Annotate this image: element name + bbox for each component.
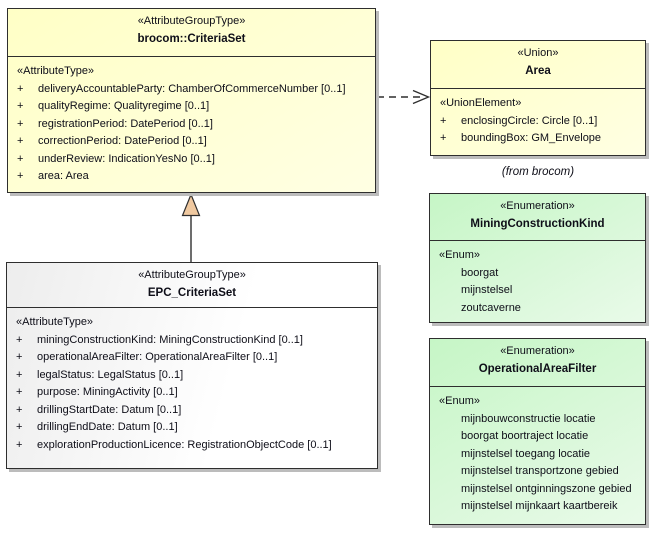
section-label: «UnionElement» bbox=[440, 97, 522, 109]
visibility-plus: + bbox=[17, 117, 24, 130]
attribute-text: deliveryAccountableParty: ChamberOfComme… bbox=[38, 82, 346, 95]
class-stereotype: «AttributeGroupType» bbox=[138, 269, 246, 281]
generalization-connector[interactable] bbox=[181, 192, 201, 263]
attribute-text: purpose: MiningActivity [0..1] bbox=[37, 386, 178, 398]
enum-literal: mijnstelsel transportzone gebied bbox=[461, 465, 619, 477]
visibility-plus: + bbox=[17, 170, 24, 182]
attribute-text: correctionPeriod: DatePeriod [0..1] bbox=[38, 135, 207, 147]
visibility-plus: + bbox=[16, 386, 23, 398]
enum-literal: mijnstelsel mijnkaart kaartbereik bbox=[461, 500, 618, 512]
enum-literal: mijnstelsel ontginningszone gebied bbox=[461, 482, 632, 495]
attributes-compartment: «AttributeType» + miningConstructionKind… bbox=[7, 308, 377, 454]
attributes-compartment: «UnionElement» + enclosingCircle: Circle… bbox=[431, 89, 645, 148]
attribute-text: legalStatus: LegalStatus [0..1] bbox=[37, 368, 184, 381]
class-header: «Enumeration» MiningConstructionKind bbox=[430, 194, 645, 241]
class-box-epc-criteriaset[interactable]: «AttributeGroupType» EPC_CriteriaSet «At… bbox=[6, 262, 378, 469]
visibility-plus: + bbox=[16, 403, 23, 416]
attribute-text: drillingStartDate: Datum [0..1] bbox=[37, 403, 182, 416]
visibility-plus: + bbox=[17, 135, 24, 147]
class-name: Area bbox=[525, 65, 551, 77]
class-box-miningconstructionkind[interactable]: «Enumeration» MiningConstructionKind «En… bbox=[429, 193, 646, 323]
attribute-row: + operationalAreaFilter: OperationalArea… bbox=[14, 349, 374, 367]
section-label: «Enum» bbox=[439, 249, 480, 261]
enum-literal: zoutcaverne bbox=[461, 301, 521, 314]
attribute-row: + miningConstructionKind: MiningConstruc… bbox=[14, 332, 374, 350]
section-label: «AttributeType» bbox=[17, 65, 95, 77]
from-brocom-note: (from brocom) bbox=[501, 166, 575, 178]
attribute-row: + legalStatus: LegalStatus [0..1] bbox=[14, 367, 374, 385]
attribute-row: + underReview: IndicationYesNo [0..1] bbox=[15, 151, 372, 169]
enum-literal: boorgat bbox=[461, 266, 499, 279]
attribute-text: underReview: IndicationYesNo [0..1] bbox=[38, 152, 215, 165]
attribute-row: + boundingBox: GM_Envelope bbox=[438, 130, 642, 148]
enum-literal: mijnstelsel toegang locatie bbox=[461, 447, 591, 460]
attribute-row: + purpose: MiningActivity [0..1] bbox=[14, 384, 374, 402]
visibility-plus: + bbox=[16, 333, 23, 346]
class-box-brocom-criteriaset[interactable]: «AttributeGroupType» brocom::CriteriaSet… bbox=[7, 8, 376, 193]
class-name: brocom::CriteriaSet bbox=[137, 33, 246, 45]
visibility-plus: + bbox=[16, 421, 23, 433]
attribute-text: operationalAreaFilter: OperationalAreaFi… bbox=[37, 351, 278, 363]
attribute-row: + registrationPeriod: DatePeriod [0..1] bbox=[15, 116, 372, 134]
visibility-plus: + bbox=[440, 114, 447, 127]
attribute-row: + drillingStartDate: Datum [0..1] bbox=[14, 402, 374, 420]
class-stereotype: «Enumeration» bbox=[500, 200, 575, 212]
attribute-row: + explorationProductionLicence: Registra… bbox=[14, 437, 374, 455]
attribute-text: qualityRegime: Qualityregime [0..1] bbox=[38, 100, 210, 112]
visibility-plus: + bbox=[16, 368, 23, 381]
class-header: «AttributeGroupType» EPC_CriteriaSet bbox=[7, 263, 377, 308]
attribute-row: + enclosingCircle: Circle [0..1] bbox=[438, 113, 642, 131]
attribute-row: + area: Area bbox=[15, 168, 372, 186]
visibility-plus: + bbox=[17, 100, 24, 112]
visibility-plus: + bbox=[16, 351, 23, 363]
class-box-area[interactable]: «Union» Area «UnionElement» + enclosingC… bbox=[430, 40, 646, 156]
attribute-text: drillingEndDate: Datum [0..1] bbox=[37, 421, 178, 433]
attributes-compartment: «AttributeType» + deliveryAccountablePar… bbox=[8, 57, 375, 186]
section-label: «Enum» bbox=[439, 395, 480, 407]
class-stereotype: «Union» bbox=[517, 47, 559, 59]
dependency-arrowhead-icon bbox=[412, 89, 431, 105]
class-header: «AttributeGroupType» brocom::CriteriaSet bbox=[8, 9, 375, 57]
class-stereotype: «Enumeration» bbox=[500, 345, 575, 357]
dependency-connector[interactable] bbox=[377, 89, 431, 105]
class-name: OperationalAreaFilter bbox=[478, 363, 597, 375]
class-header: «Enumeration» OperationalAreaFilter bbox=[430, 339, 645, 387]
visibility-plus: + bbox=[16, 438, 23, 451]
attribute-row: + drillingEndDate: Datum [0..1] bbox=[14, 419, 374, 437]
attribute-text: registrationPeriod: DatePeriod [0..1] bbox=[38, 117, 213, 130]
enum-literal: boorgat boortraject locatie bbox=[461, 430, 589, 442]
attribute-text: enclosingCircle: Circle [0..1] bbox=[461, 114, 598, 127]
visibility-plus: + bbox=[440, 132, 447, 144]
class-stereotype: «AttributeGroupType» bbox=[137, 15, 246, 27]
class-header: «Union» Area bbox=[431, 41, 645, 89]
class-name: MiningConstructionKind bbox=[470, 218, 605, 230]
generalization-triangle-icon bbox=[181, 192, 201, 217]
enum-literal: mijnbouwconstructie locatie bbox=[461, 412, 596, 425]
attribute-text: miningConstructionKind: MiningConstructi… bbox=[37, 333, 303, 346]
attribute-row: + qualityRegime: Qualityregime [0..1] bbox=[15, 98, 372, 116]
attribute-row: + deliveryAccountableParty: ChamberOfCom… bbox=[15, 81, 372, 99]
attribute-text: boundingBox: GM_Envelope bbox=[461, 132, 602, 144]
visibility-plus: + bbox=[17, 152, 24, 165]
attribute-text: explorationProductionLicence: Registrati… bbox=[37, 438, 332, 451]
enum-compartment: «Enum» mijnbouwconstructie locatie boorg… bbox=[430, 387, 645, 516]
attribute-row: + correctionPeriod: DatePeriod [0..1] bbox=[15, 133, 372, 151]
attribute-text: area: Area bbox=[38, 170, 89, 182]
section-label: «AttributeType» bbox=[16, 316, 94, 328]
visibility-plus: + bbox=[17, 82, 24, 95]
class-box-operationalareafilter[interactable]: «Enumeration» OperationalAreaFilter «Enu… bbox=[429, 338, 646, 525]
class-name: EPC_CriteriaSet bbox=[147, 287, 237, 299]
enum-literal: mijnstelsel bbox=[461, 284, 513, 296]
enum-compartment: «Enum» boorgat mijnstelsel zoutcaverne bbox=[430, 241, 645, 317]
